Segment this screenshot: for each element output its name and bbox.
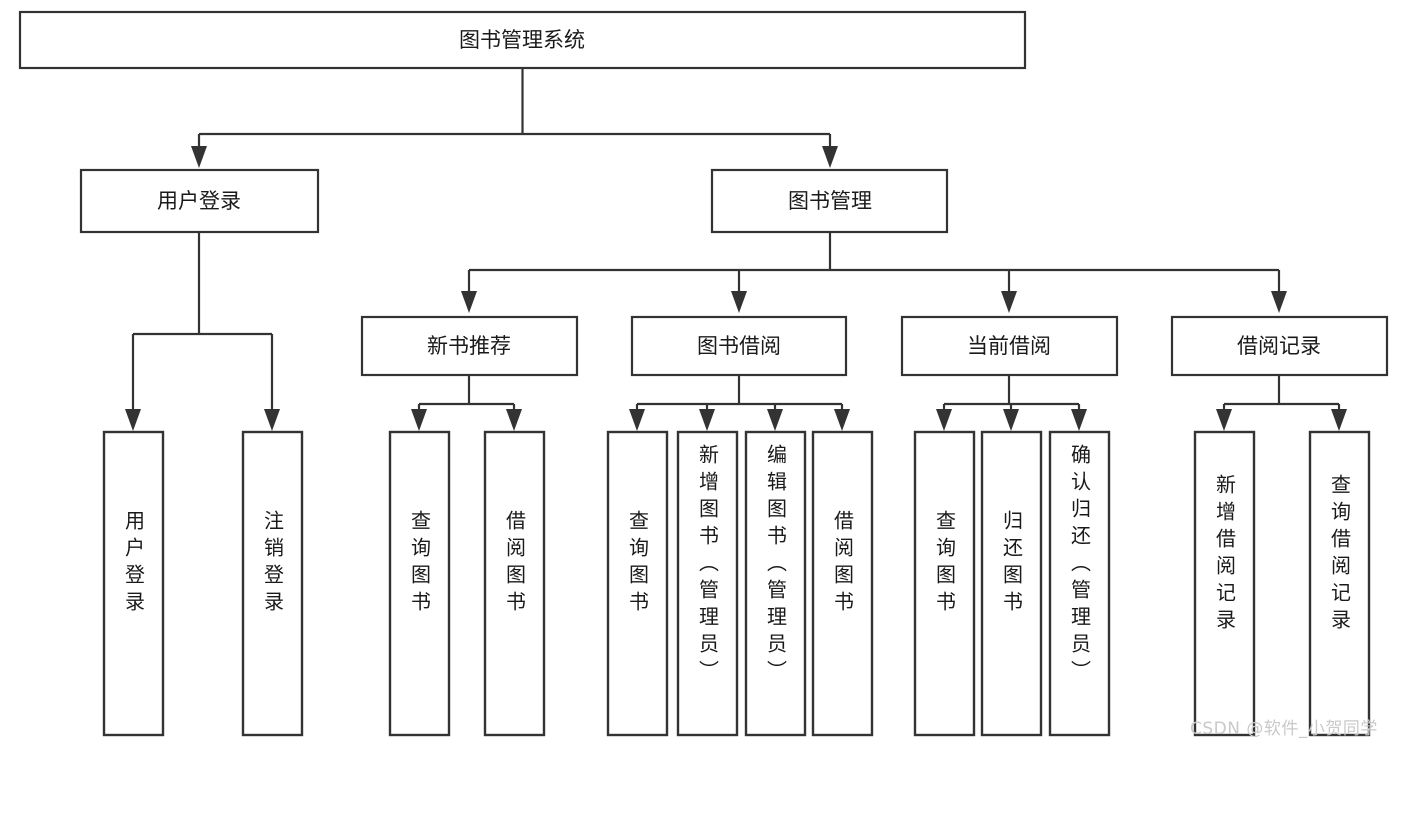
leaf-box-book-borrow-3[interactable]: [744, 430, 807, 737]
node-label-current-borrow: 当前借阅: [967, 334, 1051, 358]
leaf-box-current-borrow-2[interactable]: [980, 430, 1043, 737]
watermark-text: CSDN @软件_小贺同学: [1190, 719, 1378, 739]
arrow-currentborrow-leaf3: [1071, 409, 1087, 431]
arrow-currentborrow-leaf2: [1003, 409, 1019, 431]
node-label-borrow-record: 借阅记录: [1237, 334, 1321, 358]
diagram-canvas: 图书管理系统 用户登录 图书管理 新书推荐 图书借阅 当前借阅 借阅记录: [18, 10, 1389, 739]
leaf-box-book-borrow-4[interactable]: [811, 430, 874, 737]
leaf-box-new-book-2[interactable]: [483, 430, 546, 737]
leaf-box-current-borrow-1[interactable]: [913, 430, 976, 737]
arrow-to-book-borrow: [731, 291, 747, 313]
node-label-user-login: 用户登录: [157, 189, 241, 213]
leaf-box-book-borrow-1[interactable]: [606, 430, 669, 737]
arrow-to-user-login: [191, 146, 207, 168]
node-label-book-borrow: 图书借阅: [697, 334, 781, 358]
node-box-root[interactable]: [18, 10, 1027, 70]
arrow-to-current-borrow: [1001, 291, 1017, 313]
arrow-newbook-leaf1: [411, 409, 427, 431]
arrow-bookborrow-leaf2: [699, 409, 715, 431]
node-box-book-borrow[interactable]: [630, 315, 848, 377]
arrow-to-borrow-record: [1271, 291, 1287, 313]
arrow-bookborrow-leaf4: [834, 409, 850, 431]
leaf-box-user-login-1[interactable]: [102, 430, 165, 737]
arrow-to-new-book: [461, 291, 477, 313]
arrow-to-book-manage: [822, 146, 838, 168]
arrow-currentborrow-leaf1: [936, 409, 952, 431]
node-box-book-manage[interactable]: [710, 168, 949, 234]
node-label-new-book-recommend: 新书推荐: [427, 334, 511, 358]
leaf-box-user-login-2[interactable]: [241, 430, 304, 737]
tree-diagram-svg: 图书管理系统 用户登录 图书管理 新书推荐 图书借阅 当前借阅 借阅记录: [18, 10, 1389, 737]
leaf-box-new-book-1[interactable]: [388, 430, 451, 737]
node-label-book-manage: 图书管理: [788, 189, 872, 213]
node-box-new-book-recommend[interactable]: [360, 315, 579, 377]
node-box-borrow-record[interactable]: [1170, 315, 1389, 377]
leaf-box-borrow-record-2[interactable]: [1308, 430, 1371, 737]
arrow-bookborrow-leaf1: [629, 409, 645, 431]
leaf-box-current-borrow-3[interactable]: [1048, 430, 1111, 737]
arrow-newbook-leaf2: [506, 409, 522, 431]
arrow-borrowrecord-leaf2: [1331, 409, 1347, 431]
leaf-box-borrow-record-1[interactable]: [1193, 430, 1256, 737]
arrow-userlogin-leaf1: [125, 409, 141, 431]
arrow-userlogin-leaf2: [264, 409, 280, 431]
node-box-user-login[interactable]: [79, 168, 320, 234]
leaf-box-book-borrow-2[interactable]: [676, 430, 739, 737]
arrow-borrowrecord-leaf1: [1216, 409, 1232, 431]
node-label-root: 图书管理系统: [459, 28, 585, 52]
arrow-bookborrow-leaf3: [767, 409, 783, 431]
node-box-current-borrow[interactable]: [900, 315, 1119, 377]
